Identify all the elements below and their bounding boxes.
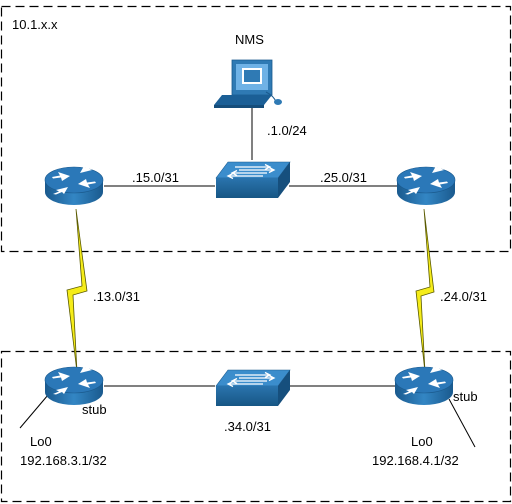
nms-label: NMS — [235, 32, 264, 47]
link-label-bottom-switch: .34.0/31 — [224, 419, 271, 434]
link-label-r2-switch: .25.0/31 — [320, 170, 367, 185]
stub-tag-left: stub — [82, 402, 107, 417]
area-boundary-bottom — [0, 350, 512, 503]
loopback-name-left: Lo0 — [30, 434, 52, 449]
area-label-top: 10.1.x.x — [12, 17, 58, 32]
switch-icon — [215, 369, 291, 407]
nms-workstation — [214, 59, 282, 108]
link-label-nms-switch: .1.0/24 — [267, 123, 307, 138]
link-label-serial-r2-r4: .24.0/31 — [440, 289, 487, 304]
loopback-leader-right — [448, 398, 476, 448]
loopback-address-left: 192.168.3.1/32 — [20, 453, 107, 468]
switch-icon — [215, 161, 291, 199]
link-label-serial-r1-r3: .13.0/31 — [93, 289, 140, 304]
serial-link-r1-r3 — [66, 208, 88, 373]
workstation-icon — [214, 59, 282, 108]
loopback-name-right: Lo0 — [411, 434, 433, 449]
loopback-leader-left — [19, 394, 49, 429]
router-icon — [394, 366, 454, 406]
loopback-address-right: 192.168.4.1/32 — [372, 453, 459, 468]
router-icon — [44, 366, 104, 406]
area-boundary-top — [0, 5, 512, 253]
link-label-r1-switch: .15.0/31 — [132, 170, 179, 185]
router-icon — [396, 166, 456, 206]
serial-link-r2-r4 — [415, 208, 435, 373]
router-icon — [44, 166, 104, 206]
stub-tag-right: stub — [453, 389, 478, 404]
